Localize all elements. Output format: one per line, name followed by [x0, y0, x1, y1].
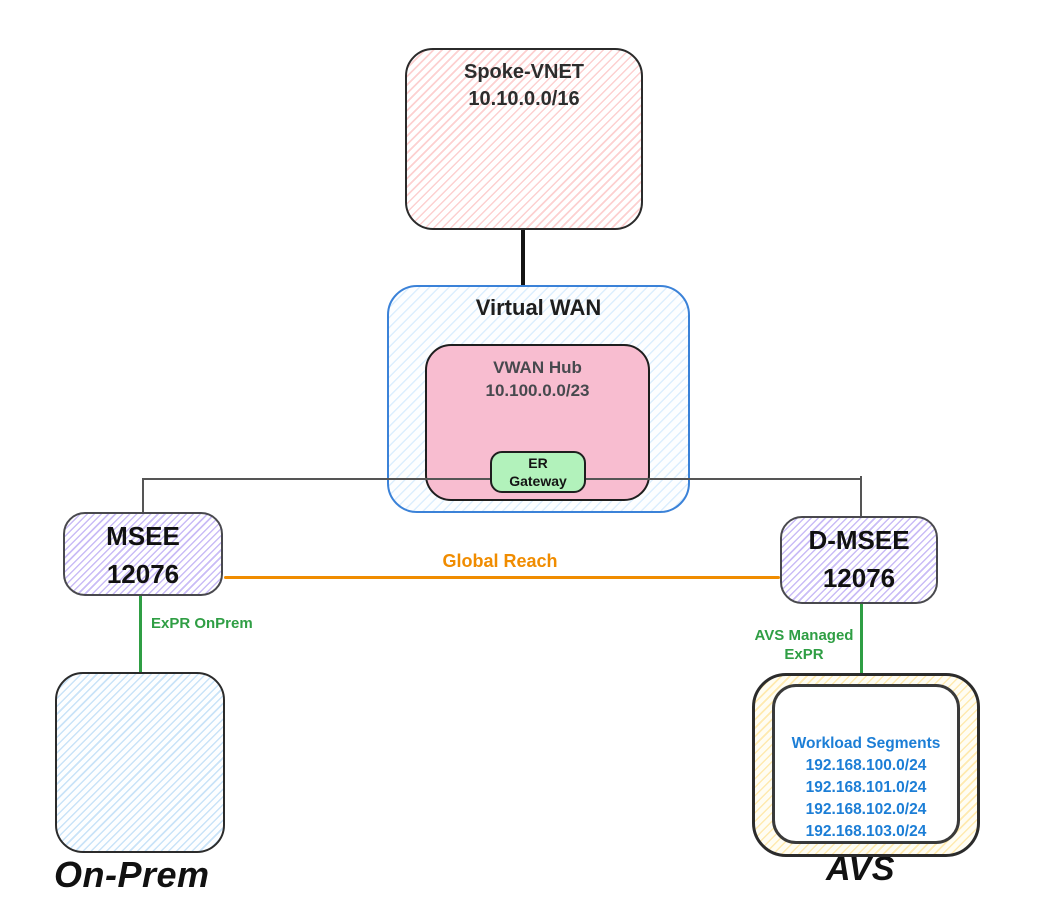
on-prem-node [55, 672, 225, 853]
expr-onprem-label: ExPR OnPrem [151, 615, 253, 632]
spoke-vnet-title: Spoke-VNET [463, 61, 585, 83]
avs-managed-expr-label-line2: ExPR [784, 646, 824, 663]
workload-segment-1: 192.168.100.0/24 [805, 757, 927, 774]
workload-segments-title: Workload Segments [791, 735, 941, 752]
d-msee-node: D-MSEE 12076 [780, 516, 938, 604]
connector-ergateway-to-msee [142, 478, 144, 513]
avs-managed-expr-label: AVS Managed ExPR [748, 626, 860, 664]
d-msee-name: D-MSEE [808, 525, 910, 555]
er-gateway-line2: Gateway [509, 473, 567, 489]
er-gateway-node: ER Gateway [490, 451, 586, 493]
spoke-vnet-cidr: 10.10.0.0/16 [468, 88, 580, 110]
workload-segment-3: 192.168.102.0/24 [805, 801, 927, 818]
spoke-vnet-node: Spoke-VNET 10.10.0.0/16 [405, 48, 643, 230]
er-gateway-line1: ER [528, 455, 548, 471]
avs-managed-expr-line [860, 604, 863, 674]
avs-managed-expr-label-line1: AVS Managed [754, 627, 854, 644]
connector-ergateway-to-dmsee [860, 476, 862, 517]
workload-segment-2: 192.168.101.0/24 [805, 779, 927, 796]
virtual-wan-title: Virtual WAN [475, 295, 602, 320]
global-reach-line [224, 576, 780, 579]
global-reach-label: Global Reach [442, 551, 558, 571]
vwan-hub-cidr: 10.100.0.0/23 [485, 381, 590, 400]
connector-spokevnet-to-vwan [521, 229, 525, 287]
workload-segment-4: 192.168.103.0/24 [805, 823, 927, 840]
msee-name: MSEE [106, 521, 180, 551]
d-msee-asn: 12076 [822, 563, 896, 593]
msee-node: MSEE 12076 [63, 512, 223, 596]
expr-onprem-line [139, 596, 142, 673]
on-prem-label: On-Prem [54, 854, 210, 895]
avs-workload-box: Workload Segments 192.168.100.0/24 192.1… [772, 684, 960, 844]
avs-node: Workload Segments 192.168.100.0/24 192.1… [752, 673, 980, 857]
vwan-hub-title: VWAN Hub [493, 358, 582, 377]
msee-asn: 12076 [106, 559, 180, 589]
